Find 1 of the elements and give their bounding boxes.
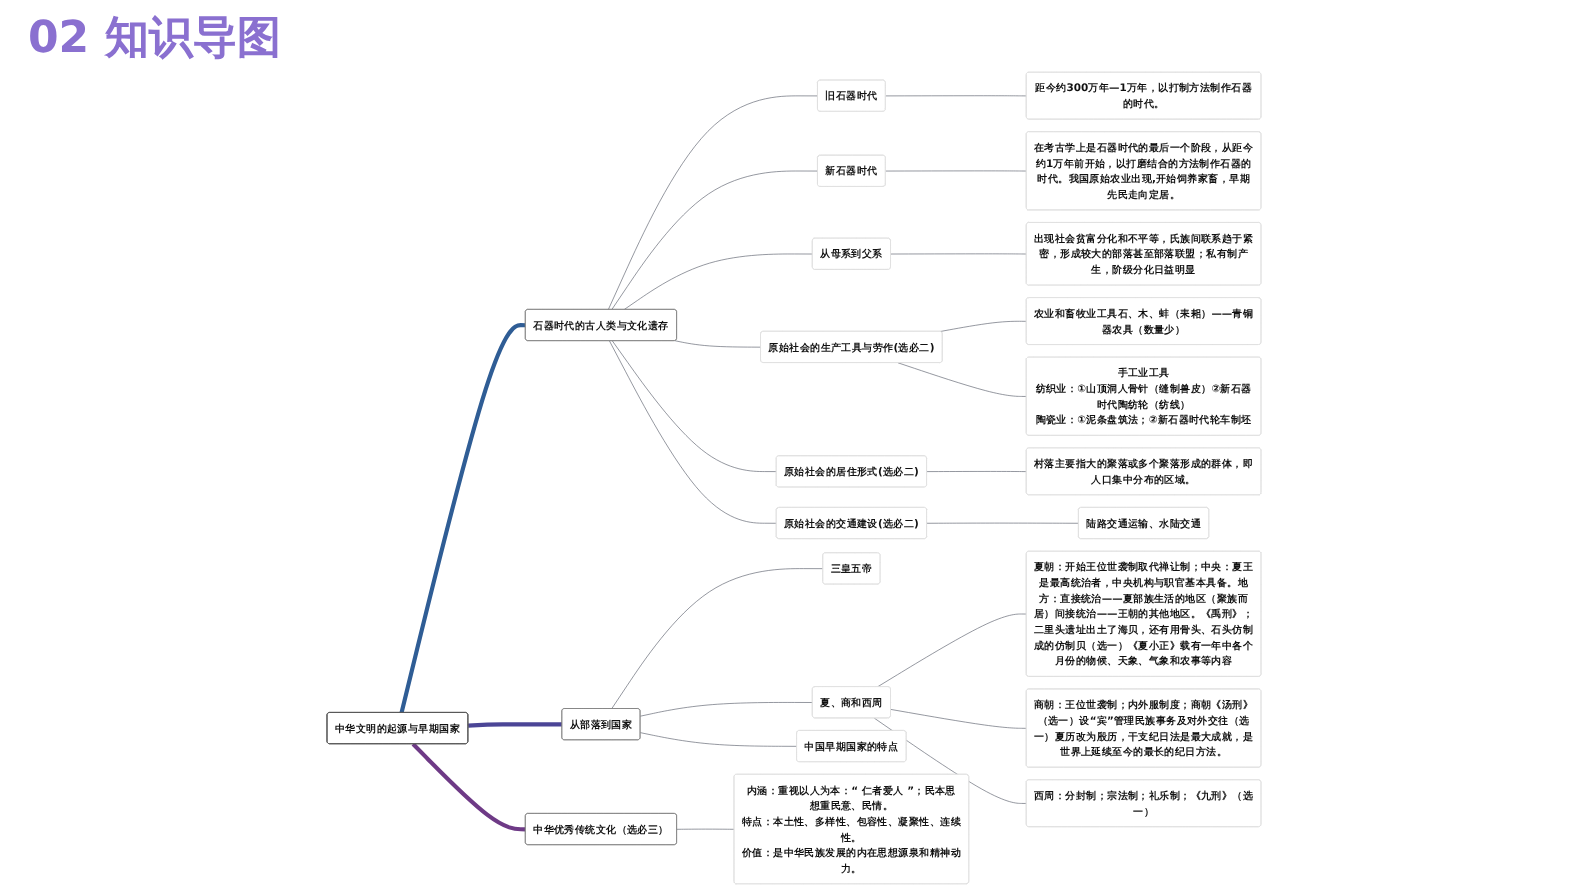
page-title: 02 知识导图 bbox=[28, 12, 281, 68]
